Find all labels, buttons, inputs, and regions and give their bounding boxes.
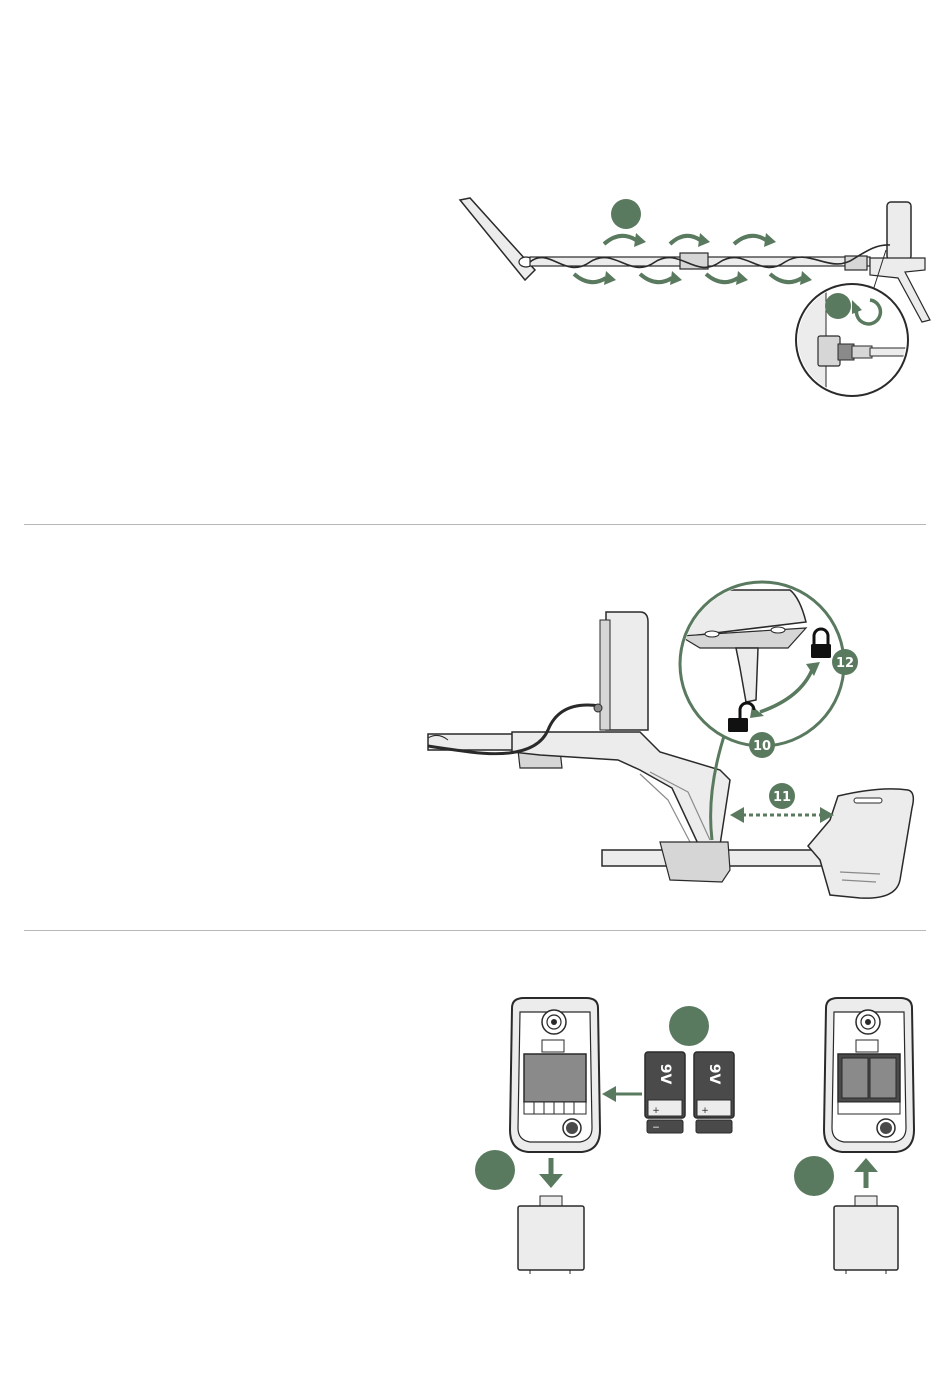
battery-illustration: 9V + − 9V +: [0, 990, 950, 1280]
step-badge-11: 11: [769, 783, 795, 809]
control-housing: [600, 612, 648, 730]
battery-9v-1: 9V + −: [645, 1052, 685, 1133]
handle-grip: [512, 732, 730, 848]
arrow-down-icon: [539, 1158, 563, 1188]
arrow-up-icon: [854, 1158, 878, 1188]
armrest-cuff: [808, 789, 913, 898]
battery-door-left: [518, 1196, 584, 1274]
svg-text:9V: 9V: [706, 1064, 722, 1085]
control-back-right: [824, 998, 914, 1152]
svg-text:+: +: [701, 1106, 709, 1116]
cable-wrap-illustration: [0, 0, 950, 520]
step-badge-replace-door: [794, 1156, 834, 1196]
arrow-left-icon: [602, 1086, 642, 1102]
search-coil: [460, 198, 535, 280]
svg-text:11: 11: [773, 790, 791, 805]
svg-text:10: 10: [753, 739, 771, 754]
svg-text:12: 12: [836, 656, 854, 671]
battery-door-right: [834, 1196, 898, 1274]
lock-zoom-detail: [680, 582, 844, 746]
connector-zoom-detail: [796, 280, 910, 400]
armrest-illustration: 12 10 11: [0, 530, 950, 925]
section-divider-2: [24, 930, 926, 931]
double-arrow-icon: [730, 807, 834, 823]
step-badge-top: [611, 199, 641, 229]
battery-9v-2: 9V +: [694, 1052, 734, 1133]
step-badge-12: 12: [832, 649, 858, 675]
svg-text:9V: 9V: [657, 1064, 673, 1085]
section-divider-1: [24, 524, 926, 525]
svg-text:−: −: [652, 1123, 660, 1133]
step-badge-batteries: [669, 1006, 709, 1046]
step-badge-remove-door: [475, 1150, 515, 1190]
svg-text:+: +: [652, 1106, 660, 1116]
control-back-left: [510, 998, 600, 1152]
step-badge-10: 10: [749, 732, 775, 758]
